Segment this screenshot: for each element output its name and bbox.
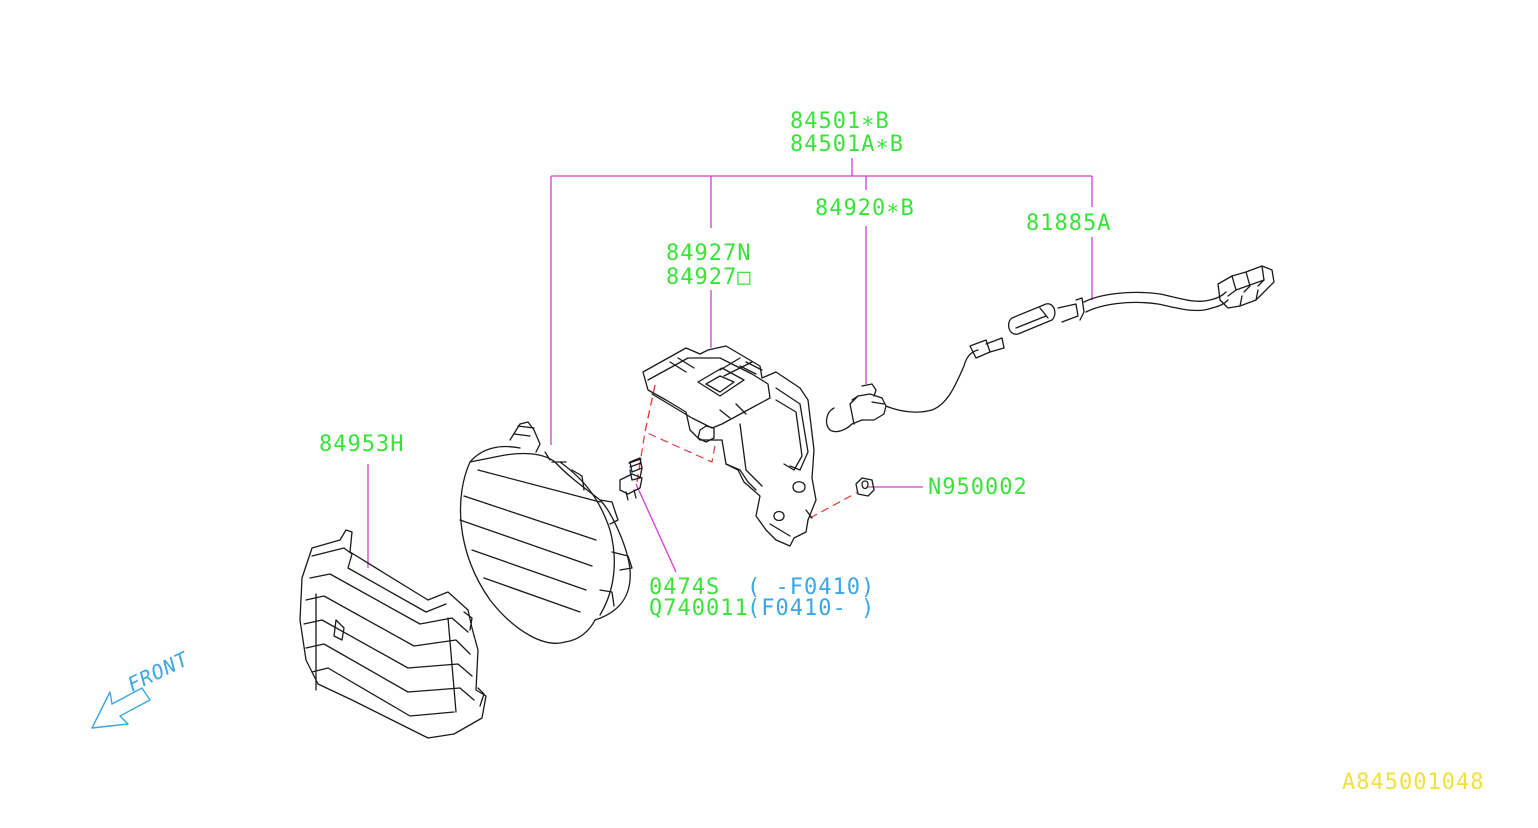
bracket[interactable] (642, 345, 817, 547)
part-label-84927n[interactable]: 84927N (666, 241, 752, 266)
front-arrow-icon (91, 687, 151, 729)
nut[interactable] (855, 477, 875, 497)
harness[interactable] (1007, 265, 1275, 335)
date-range-q740011: (F0410- ) (747, 596, 876, 621)
part-label-84501b[interactable]: 84501∗B (790, 109, 890, 134)
part-label-84920b[interactable]: 84920∗B (815, 196, 915, 221)
bulb[interactable] (825, 337, 1005, 433)
part-label-81885a[interactable]: 81885A (1026, 211, 1112, 236)
part-label-84953h[interactable]: 84953H (319, 432, 405, 457)
diagram-id: A845001048 (1342, 770, 1485, 795)
bolt[interactable] (619, 457, 643, 501)
fog-lamp[interactable] (459, 421, 633, 644)
leader-lines (367, 158, 1093, 573)
part-label-q740011[interactable]: Q740011 (649, 596, 749, 621)
assembly-lines (636, 384, 859, 519)
part-label-0474s[interactable]: 0474S (649, 575, 721, 600)
line-art (299, 265, 1275, 739)
part-label-n950002[interactable]: N950002 (928, 475, 1028, 500)
part-label-84501ab[interactable]: 84501A∗B (790, 132, 904, 157)
part-label-84927-box[interactable]: 84927□ (666, 265, 752, 290)
bezel-grille[interactable] (299, 529, 487, 739)
date-range-0474s: ( -F0410) (747, 575, 876, 600)
